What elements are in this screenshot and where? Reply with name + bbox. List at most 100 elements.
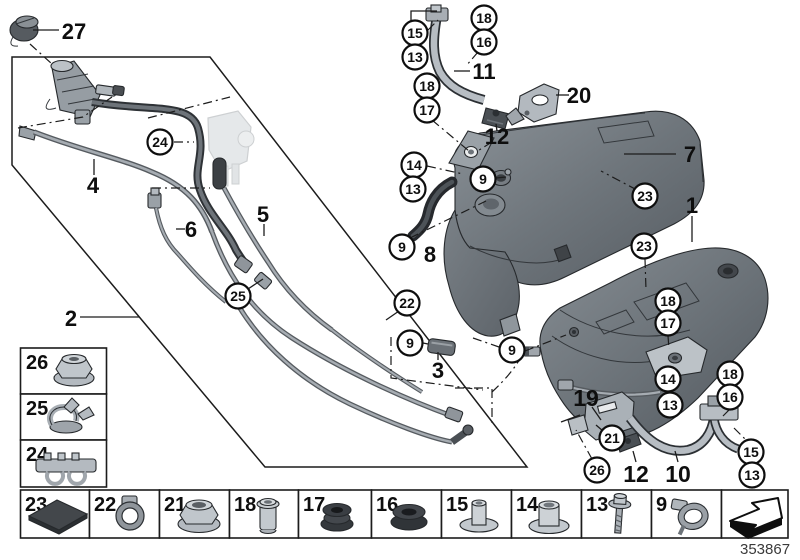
callout-circled-22[interactable]: 22 <box>393 289 421 317</box>
clamp-part-12-top <box>481 107 510 130</box>
callout-ring <box>631 182 659 210</box>
legend-cell-22[interactable]: 22 <box>88 489 161 539</box>
callout-11-label: 11 <box>472 59 495 84</box>
callout-circled-17-mid[interactable]: 17 <box>413 96 441 124</box>
flange-nut-icon <box>177 499 221 534</box>
callout-circled-13-far-label: 13 <box>744 467 760 483</box>
callout-circled-15-far[interactable]: 15 <box>737 438 765 466</box>
callout-circled-16-far[interactable]: 16 <box>716 383 744 411</box>
callout-circled-21-label: 21 <box>604 430 620 446</box>
callout-19[interactable]: 19 <box>573 385 599 411</box>
legend-cell-9[interactable]: 9 <box>650 489 723 539</box>
callout-12-top[interactable]: 12 <box>485 124 509 149</box>
callout-circled-18-far[interactable]: 18 <box>716 360 744 388</box>
legend-cell-26[interactable]: 26 <box>19 347 108 395</box>
legend-cell-21-number: 21 <box>164 494 186 516</box>
callout-ring <box>393 289 421 317</box>
diagram-part-number: 353867 <box>740 541 790 558</box>
callout-circled-26[interactable]: 26 <box>583 456 611 484</box>
callout-6[interactable]: 6 <box>185 217 197 242</box>
legend-cell-25[interactable]: 25 <box>19 393 108 441</box>
callout-circled-13-top[interactable]: 13 <box>401 43 429 71</box>
pipe-run-b <box>235 303 474 445</box>
callout-circled-9-neck[interactable]: 9 <box>388 233 416 261</box>
callout-circled-16-far-label: 16 <box>722 389 738 405</box>
callout-circled-21[interactable]: 21 <box>598 424 626 452</box>
callout-ring <box>399 175 427 203</box>
callout-circled-14-right[interactable]: 14 <box>654 365 682 393</box>
vent-line-part-4 <box>18 125 215 233</box>
legend-cell-16[interactable]: 16 <box>370 489 443 539</box>
grommet-double-icon <box>320 502 354 532</box>
cable-clip-icon <box>35 452 97 486</box>
callout-circled-13-right[interactable]: 13 <box>656 391 684 419</box>
callout-4-label: 4 <box>87 173 100 198</box>
callout-27[interactable]: 27 <box>62 19 86 44</box>
direction-arrow-icon <box>729 497 783 539</box>
callout-8[interactable]: 8 <box>424 242 436 267</box>
callout-circled-23-bottom-label: 23 <box>636 238 652 254</box>
legend-cell-15[interactable]: 15 <box>440 489 513 539</box>
callout-circled-18-mid-label: 18 <box>419 78 435 94</box>
grommet-icon <box>390 503 428 531</box>
legend-cell-23[interactable]: 23 <box>19 489 91 539</box>
filler-head-assembly <box>45 59 125 125</box>
callout-4[interactable]: 4 <box>87 173 100 198</box>
callout-circled-13-left[interactable]: 13 <box>399 175 427 203</box>
legend-cell-13[interactable]: 13 <box>580 489 653 539</box>
callout-ring <box>470 28 498 56</box>
callout-circled-15-top-label: 15 <box>407 25 423 41</box>
legend-cell-13-number: 13 <box>586 494 608 516</box>
callout-circled-18-top[interactable]: 18 <box>470 4 498 32</box>
legend-cell-24[interactable]: 24 <box>19 439 108 488</box>
spring-clip-icon <box>46 397 95 434</box>
pipe-group-outline <box>11 56 529 468</box>
callout-circled-23-top-label: 23 <box>637 188 653 204</box>
callout-circled-9-tank7[interactable]: 9 <box>469 165 497 193</box>
callout-20[interactable]: 20 <box>567 83 591 108</box>
callout-circled-14-left[interactable]: 14 <box>400 151 428 179</box>
callout-circled-16-top[interactable]: 16 <box>470 28 498 56</box>
callout-circled-25[interactable]: 25 <box>224 282 252 310</box>
legend-cell-17[interactable]: 17 <box>297 489 373 539</box>
callout-circled-18-mid[interactable]: 18 <box>413 72 441 100</box>
callout-5[interactable]: 5 <box>257 202 269 227</box>
callout-circled-15-top[interactable]: 15 <box>401 19 429 47</box>
callout-12-top-label: 12 <box>485 124 509 149</box>
callout-12-bottom-label: 12 <box>623 461 649 487</box>
callout-circled-26-label: 26 <box>589 462 605 478</box>
callout-circled-24[interactable]: 24 <box>146 128 174 156</box>
callout-circled-17-right[interactable]: 17 <box>654 309 682 337</box>
callout-circled-13-far[interactable]: 13 <box>738 461 766 489</box>
callout-10[interactable]: 10 <box>665 461 691 487</box>
callout-1[interactable]: 1 <box>686 193 698 218</box>
callout-ring <box>413 96 441 124</box>
callout-ring <box>224 282 252 310</box>
callout-7[interactable]: 7 <box>684 142 696 167</box>
filler-hose-part-24 <box>91 98 253 274</box>
callout-circled-9-tank1[interactable]: 9 <box>498 336 526 364</box>
callout-12-bottom[interactable]: 12 <box>623 461 649 487</box>
flange-nut-icon <box>53 353 95 387</box>
callout-circled-23-bottom[interactable]: 23 <box>630 232 658 260</box>
legend-cell-18[interactable]: 18 <box>228 489 300 539</box>
legend-cell-16-number: 16 <box>376 494 398 516</box>
callout-1-label: 1 <box>686 193 698 218</box>
callout-3[interactable]: 3 <box>432 358 444 383</box>
callout-2[interactable]: 2 <box>65 306 77 331</box>
callout-circled-14-right-label: 14 <box>660 371 676 387</box>
callout-circled-23-top[interactable]: 23 <box>631 182 659 210</box>
sleeve-icon <box>256 497 280 535</box>
callout-circled-9-hose3-label: 9 <box>406 335 414 351</box>
legend-cell-21[interactable]: 21 <box>158 489 231 539</box>
callout-ring <box>469 165 497 193</box>
callout-circled-9-hose3[interactable]: 9 <box>396 329 424 357</box>
callout-ring <box>716 383 744 411</box>
legend-cell-14[interactable]: 14 <box>510 489 583 539</box>
callout-11[interactable]: 11 <box>472 59 495 84</box>
callout-ring <box>656 391 684 419</box>
legend-cell-17-number: 17 <box>303 494 325 516</box>
line-part-6 <box>147 187 228 304</box>
callout-circled-22-label: 22 <box>399 295 415 311</box>
callout-circled-25-label: 25 <box>230 288 246 304</box>
